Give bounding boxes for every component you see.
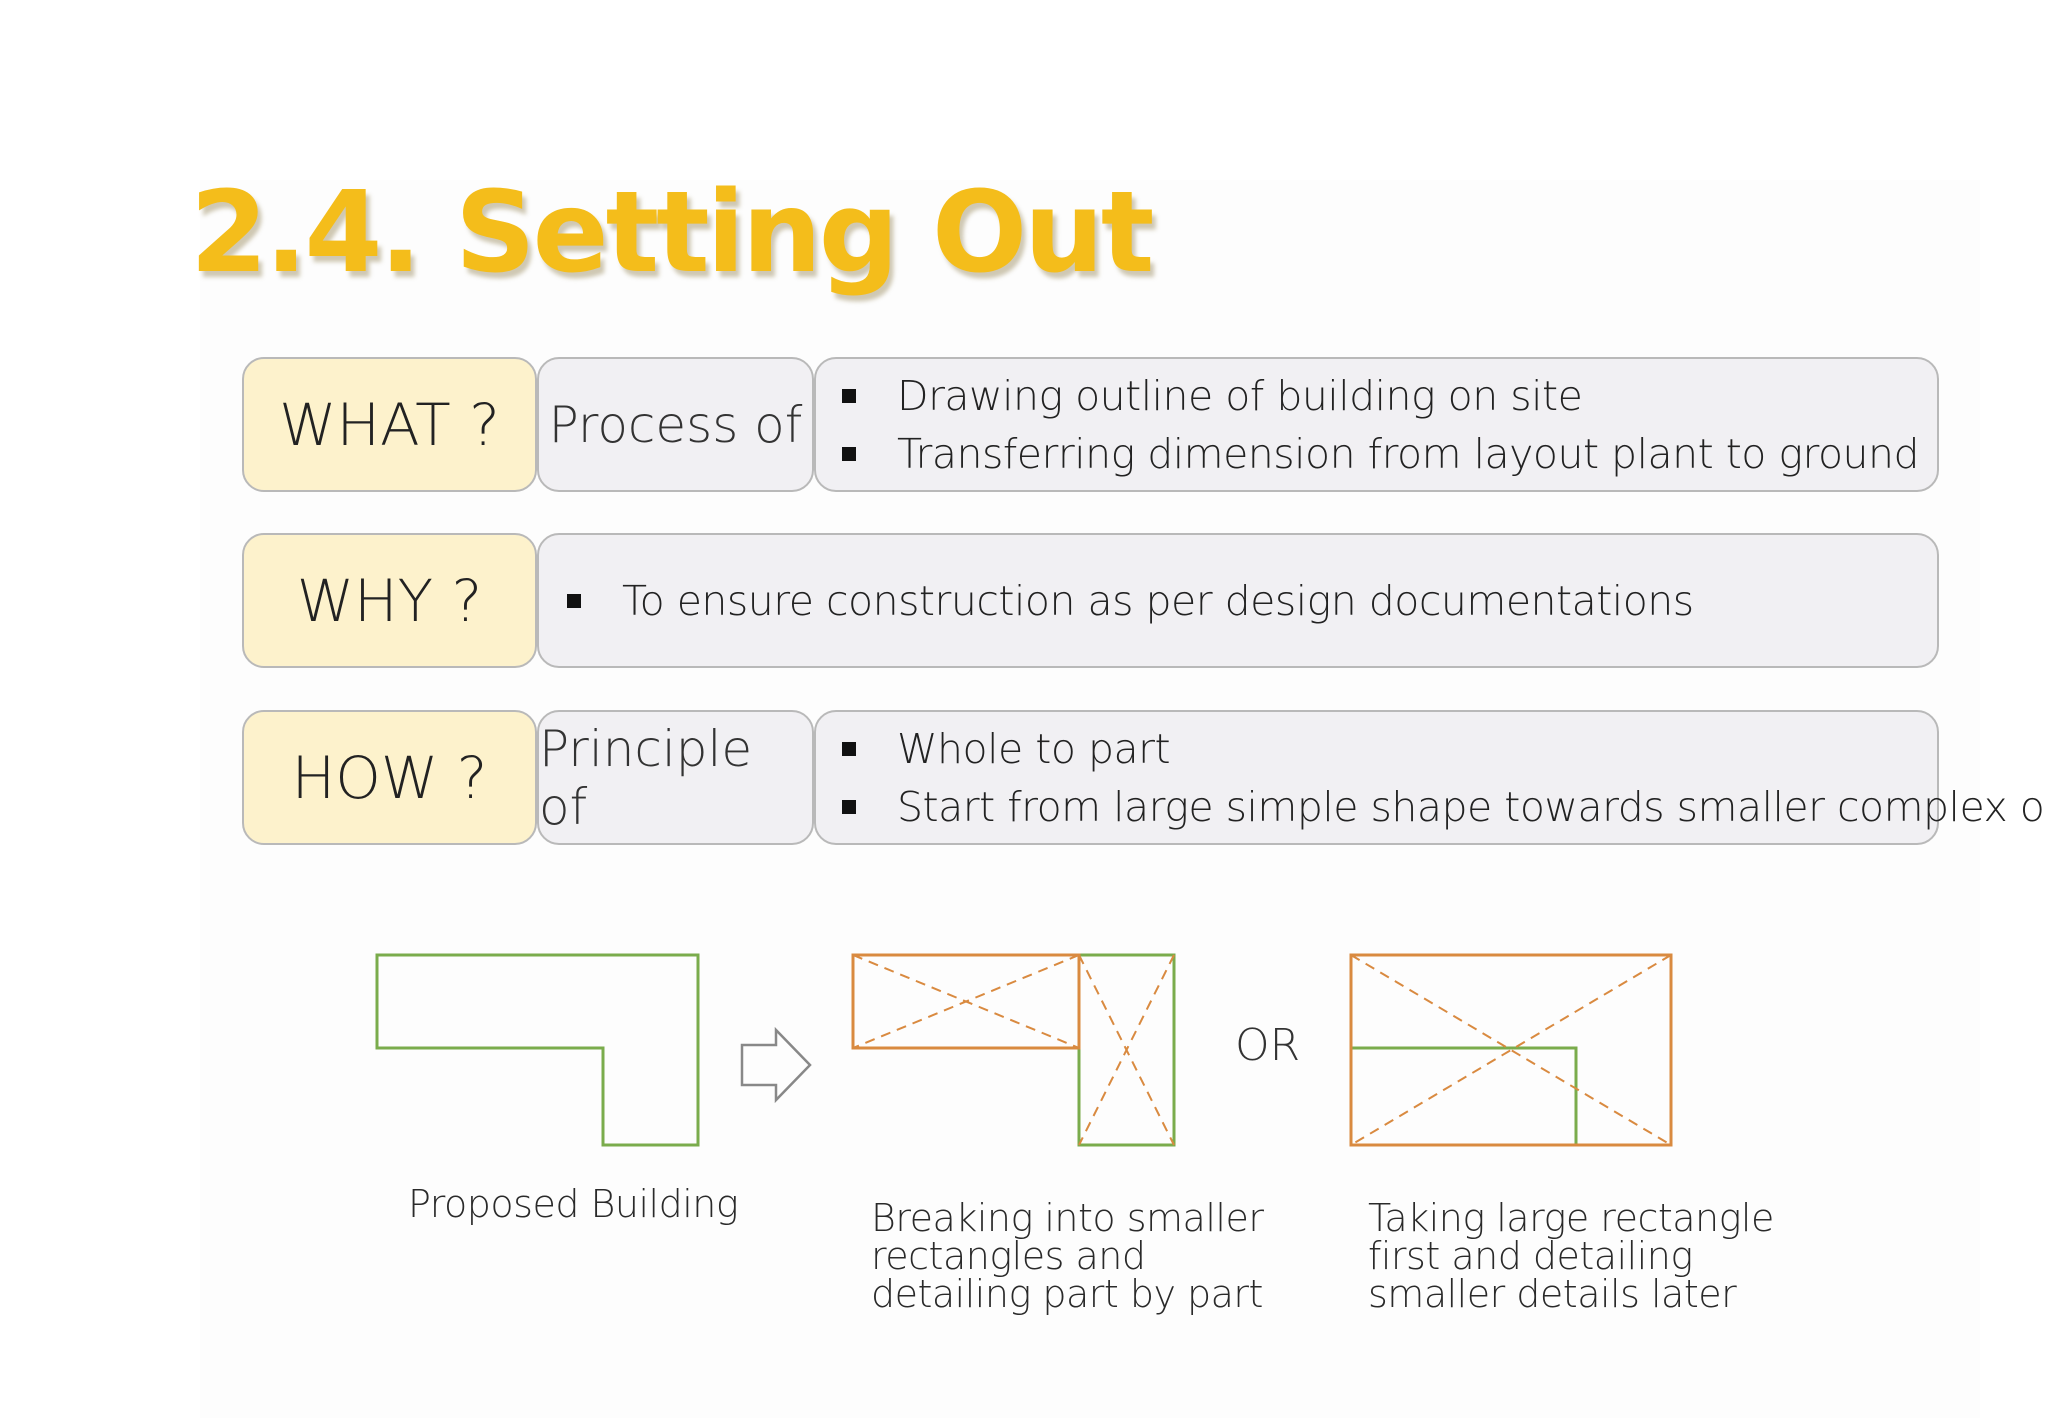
caption-breaking-line-3: detailing part by part <box>871 1272 1263 1316</box>
caption-taking-line-3: smaller details later <box>1368 1272 1737 1316</box>
caption-proposed-building: Proposed Building <box>408 1182 739 1226</box>
what-middle-label: Process of <box>548 395 803 454</box>
why-point-1: To ensure construction as per design doc… <box>567 572 1694 630</box>
page-title: 2.4. Setting Out <box>190 168 1154 298</box>
large-rectangle-figure <box>1349 953 1673 1147</box>
breaking-rectangles-figure <box>851 953 1176 1147</box>
caption-breaking: Breaking into smaller rectangles and det… <box>871 1196 1264 1316</box>
how-points-list: Whole to part Start from large simple sh… <box>842 720 2048 836</box>
why-points-list: To ensure construction as per design doc… <box>567 572 1694 630</box>
proposed-building-outline <box>375 953 700 1147</box>
why-points-box: To ensure construction as per design doc… <box>537 533 1939 668</box>
caption-taking: Taking large rectangle first and detaili… <box>1368 1199 1774 1313</box>
what-point-2: Transferring dimension from layout plant… <box>842 425 1920 483</box>
how-middle-label: Principle of <box>539 719 753 836</box>
what-key-box: WHAT ? <box>242 357 537 492</box>
caption-taking-line-1: Taking large rectangle <box>1368 1196 1774 1240</box>
what-key-label: WHAT ? <box>279 390 500 459</box>
caption-breaking-line-1: Breaking into smaller <box>871 1196 1264 1240</box>
why-key-label: WHY ? <box>296 566 483 635</box>
how-point-2: Start from large simple shape towards sm… <box>842 778 2048 836</box>
what-points-list: Drawing outline of building on site Tran… <box>842 367 1920 483</box>
what-points-box: Drawing outline of building on site Tran… <box>814 357 1939 492</box>
caption-proposed-line-1: Proposed Building <box>408 1182 739 1226</box>
why-key-box: WHY ? <box>242 533 537 668</box>
what-point-1: Drawing outline of building on site <box>842 367 1919 425</box>
how-point-1: Whole to part <box>842 720 2048 778</box>
what-middle-box: Process of <box>537 357 814 492</box>
caption-taking-line-2: first and detailing <box>1368 1234 1693 1278</box>
how-points-box: Whole to part Start from large simple sh… <box>814 710 2048 845</box>
or-label: OR <box>1235 1020 1301 1071</box>
how-key-label: HOW ? <box>291 743 488 812</box>
how-middle-box: Principle of <box>537 710 814 845</box>
how-key-box: HOW ? <box>242 710 537 845</box>
caption-breaking-line-2: rectangles and <box>871 1234 1146 1278</box>
right-arrow-icon <box>740 1026 812 1104</box>
